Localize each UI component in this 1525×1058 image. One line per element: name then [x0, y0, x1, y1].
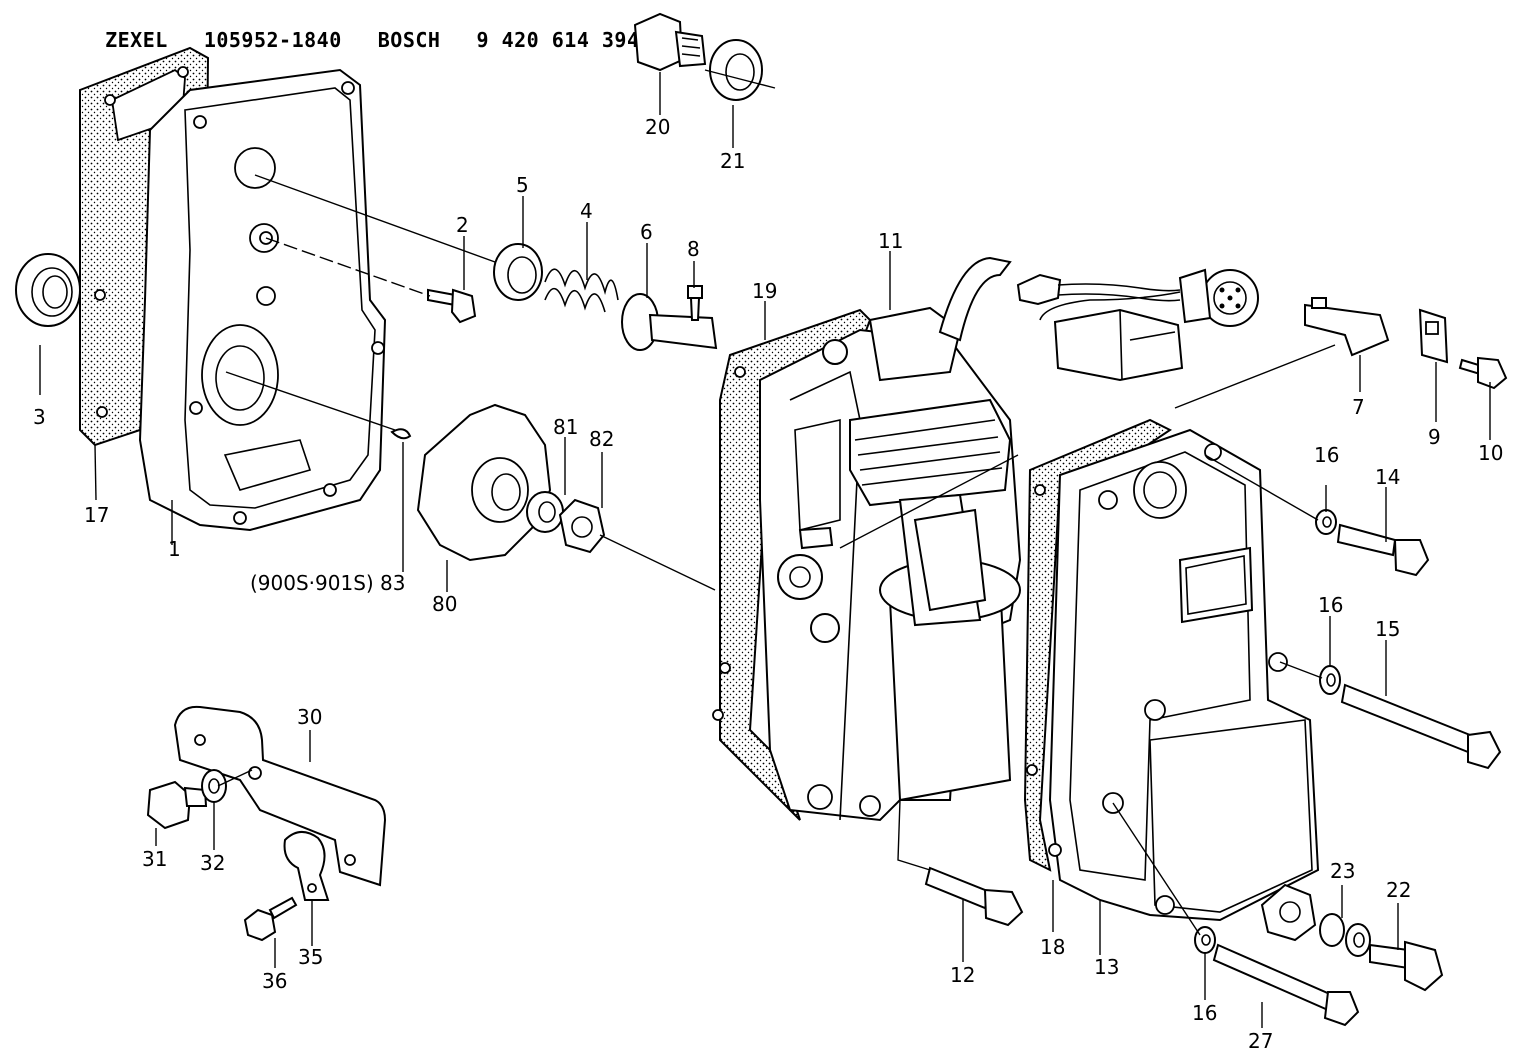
screw-36 [243, 896, 298, 942]
callout-10: 10 [1478, 441, 1503, 465]
plug-20 [633, 12, 707, 72]
bolt-12 [924, 866, 1024, 927]
leader-lines [39, 69, 1491, 1028]
callout-80: 80 [432, 592, 457, 616]
washer-21 [709, 39, 763, 101]
bolt-14 [1336, 523, 1430, 577]
callout-numbers: 1 2 3 4 5 6 7 8 9 10 11 12 13 14 15 16 1… [33, 115, 1503, 1053]
wire-harness-11 [1016, 268, 1259, 382]
washer-16-middle [1319, 665, 1341, 695]
bolt-22 [1369, 940, 1444, 992]
callout-16-b: 16 [1318, 593, 1343, 617]
callout-6: 6 [640, 220, 653, 244]
callout-82: 82 [589, 427, 614, 451]
callout-32: 32 [200, 851, 225, 875]
callout-19: 19 [752, 279, 777, 303]
callout-20: 20 [645, 115, 670, 139]
flyweight-gear-80 [416, 403, 552, 562]
callout-15: 15 [1375, 617, 1400, 641]
callout-35: 35 [298, 945, 323, 969]
oil-seal-3 [15, 253, 81, 327]
callout-9: 9 [1428, 425, 1441, 449]
callout-27: 27 [1248, 1029, 1273, 1053]
callout-30: 30 [297, 705, 322, 729]
callout-14: 14 [1375, 465, 1400, 489]
callout-13: 13 [1094, 955, 1119, 979]
callout-2: 2 [456, 213, 469, 237]
governor-housing-1 [138, 68, 387, 532]
callout-18: 18 [1040, 935, 1065, 959]
zexel-part-number: 105952-1840 [203, 28, 342, 52]
spring-holder-6 [621, 293, 718, 351]
key-83 [390, 428, 412, 440]
bolt-15 [1340, 683, 1502, 770]
plate-9 [1418, 308, 1449, 364]
washer-32 [201, 769, 227, 803]
callout-4: 4 [580, 199, 593, 223]
callout-7: 7 [1352, 395, 1365, 419]
governor-cover-13 [1048, 428, 1320, 922]
callout-8: 8 [687, 237, 700, 261]
spring-seat-5 [493, 243, 543, 301]
spring-4 [544, 268, 619, 313]
gasket-19 [712, 308, 872, 821]
callout-22: 22 [1386, 878, 1411, 902]
clamp-35 [283, 831, 330, 901]
callout-31: 31 [142, 847, 167, 871]
brand-bosch: BOSCH [377, 28, 441, 52]
callout-16-a: 16 [1314, 443, 1339, 467]
callout-16-c: 16 [1192, 1001, 1217, 1025]
callout-83: (900S·901S) 83 [250, 571, 406, 595]
diagram-header: ZEXEL 105952-1840 BOSCH 9 420 614 394 [80, 4, 676, 52]
bosch-part-number: 9 420 614 394 [476, 28, 640, 52]
screw-8 [687, 285, 703, 321]
callout-36: 36 [262, 969, 287, 993]
callout-3: 3 [33, 405, 46, 429]
screw-10 [1458, 356, 1508, 390]
callout-17: 17 [84, 503, 109, 527]
callout-21: 21 [720, 149, 745, 173]
callout-11: 11 [878, 229, 903, 253]
nut-82 [558, 498, 606, 554]
callout-23: 23 [1330, 859, 1355, 883]
callout-12: 12 [950, 963, 975, 987]
washer-16-upper [1315, 509, 1337, 535]
callout-1: 1 [168, 537, 181, 561]
brand-zexel: ZEXEL [105, 28, 168, 52]
bolt-27 [1212, 943, 1360, 1027]
washer-81 [526, 491, 564, 533]
bolt-2 [427, 288, 477, 324]
callout-5: 5 [516, 173, 529, 197]
bracket-7 [1304, 297, 1390, 357]
bolt-31 [146, 780, 208, 830]
washers-23 [1319, 913, 1371, 957]
governor-body [759, 256, 1022, 822]
nut-23 [1260, 883, 1317, 942]
callout-81: 81 [553, 415, 578, 439]
gasket-18 [1023, 418, 1172, 872]
